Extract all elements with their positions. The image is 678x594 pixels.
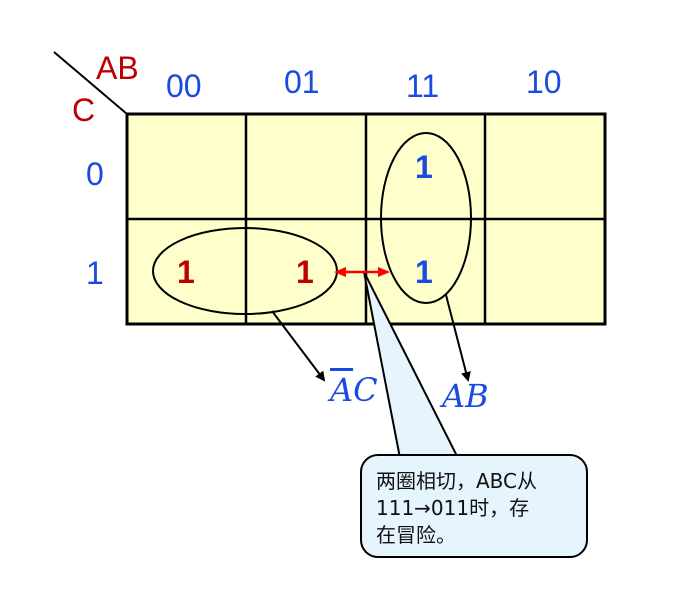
term-label-ab: AB [442,377,489,415]
col-code-01: 01 [284,64,320,100]
group-ellipse-ab [380,132,472,304]
term-ac-rest: C [353,371,378,409]
callout-line-3: 在冒险。 [376,523,456,547]
callout-line-1: 两圈相切，ABC从 [376,469,538,493]
row-variable-label: C [72,92,96,128]
cell-m6-value: 1 [415,149,433,185]
cell-m7-value: 1 [415,254,433,290]
row-code-0: 0 [86,156,104,192]
cell-m3-value: 1 [296,254,314,290]
header-diagonal-line [53,51,128,115]
arrow-to-ab [445,294,471,382]
term-ac-overbar-letter: A [330,371,354,409]
callout-line-2: 111→011时，存 [376,496,530,520]
term-label-ac: AC [330,374,378,406]
arrow-to-ac [271,310,326,382]
col-code-00: 00 [166,68,202,104]
hazard-callout: 两圈相切，ABC从 111→011时，存 在冒险。 [360,454,588,558]
col-variable-label: AB [96,50,139,86]
row-code-1: 1 [86,255,104,291]
col-code-11: 11 [406,68,440,104]
col-code-10: 10 [526,64,562,100]
cell-m1-value: 1 [177,254,195,290]
